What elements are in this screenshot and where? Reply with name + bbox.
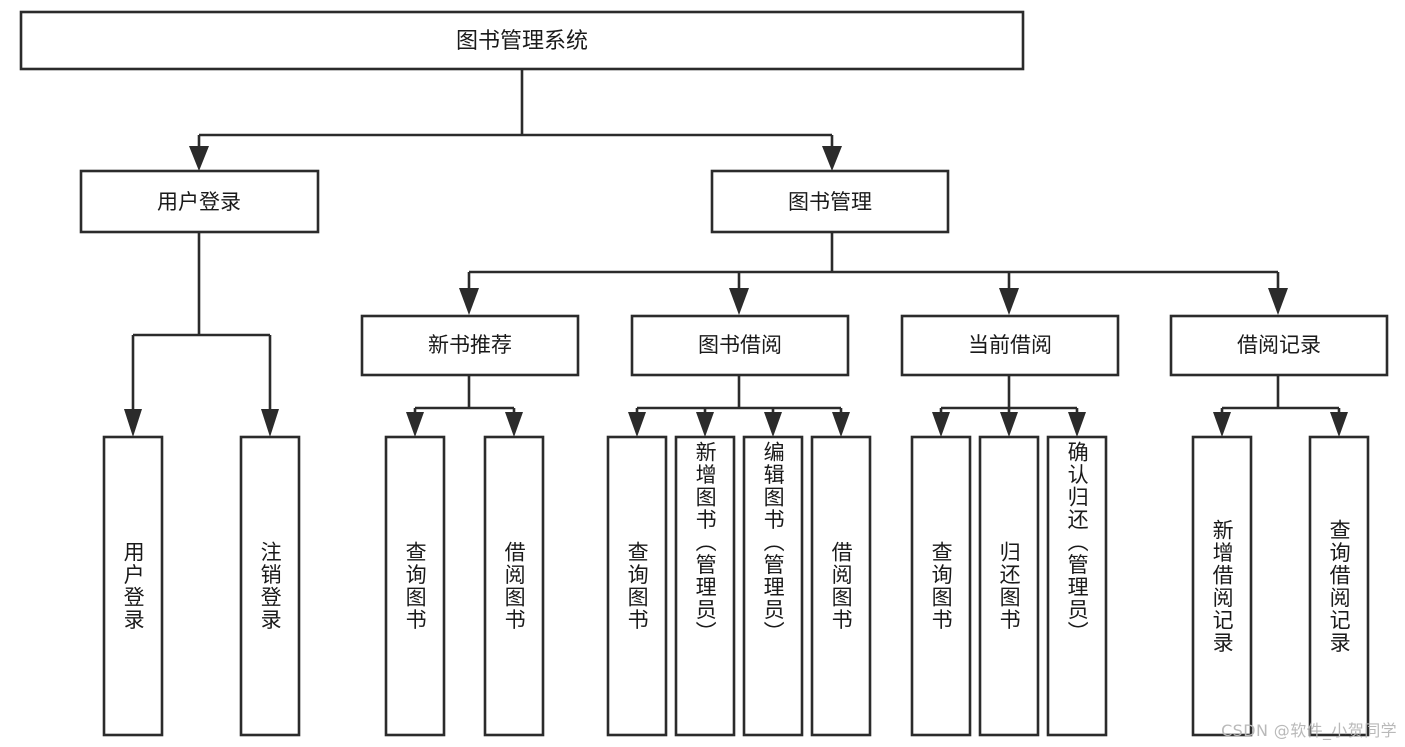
arrow-head-leaf-currentborrow-2 <box>1000 412 1018 437</box>
node-current-borrow[interactable]: 当前借阅 <box>900 314 1120 377</box>
nodes-group: 图书管理系统 用户登录 图书管理 新书推荐 图书借阅 <box>19 10 1389 737</box>
leaf-box-new-book-2[interactable] <box>483 435 545 737</box>
arrow-head-leaf-user-1 <box>124 409 142 437</box>
node-root-label: 图书管理系统 <box>456 29 588 54</box>
arrow-head-leaf-bookborrow-1 <box>628 412 646 437</box>
node-book-management[interactable]: 图书管理 <box>710 169 950 234</box>
arrow-head-user-login <box>189 146 209 171</box>
arrow-head-borrow-record <box>1268 288 1288 315</box>
leaf-box-borrow-record-2[interactable] <box>1308 435 1370 737</box>
csdn-watermark: CSDN @软件_小贺同学 <box>1221 721 1397 740</box>
arrow-head-leaf-borrowrecord-1 <box>1213 412 1231 437</box>
leaf-box-user-login-2[interactable] <box>239 435 301 737</box>
leaf-box-book-borrow-1[interactable] <box>606 435 668 737</box>
arrow-head-leaf-user-2 <box>261 409 279 437</box>
leaf-box-borrow-record-1[interactable] <box>1191 435 1253 737</box>
leaf-box-book-borrow-4[interactable] <box>810 435 872 737</box>
arrow-head-leaf-currentborrow-1 <box>932 412 950 437</box>
arrow-head-book-mgmt <box>822 146 842 171</box>
arrow-head-leaf-bookborrow-4 <box>832 412 850 437</box>
arrow-head-current-borrow <box>999 288 1019 315</box>
leaf-boxes-group <box>102 435 1370 737</box>
node-borrow-record-label: 借阅记录 <box>1237 333 1321 357</box>
connectors-group <box>124 70 1348 437</box>
node-new-book-recommend-label: 新书推荐 <box>428 333 512 357</box>
leaf-box-book-borrow-3[interactable] <box>742 435 804 737</box>
node-user-login[interactable]: 用户登录 <box>79 169 320 234</box>
arrow-head-leaf-currentborrow-3 <box>1068 412 1086 437</box>
node-book-management-label: 图书管理 <box>788 190 872 214</box>
arrow-head-leaf-borrowrecord-2 <box>1330 412 1348 437</box>
node-book-borrow-label: 图书借阅 <box>698 333 782 357</box>
leaf-box-current-borrow-1[interactable] <box>910 435 972 737</box>
leaf-box-book-borrow-2[interactable] <box>674 435 736 737</box>
arrow-head-leaf-bookborrow-3 <box>764 412 782 437</box>
node-new-book-recommend[interactable]: 新书推荐 <box>360 314 580 377</box>
leaf-box-user-login-1[interactable] <box>102 435 164 737</box>
node-book-borrow[interactable]: 图书借阅 <box>630 314 850 377</box>
arrow-head-book-borrow <box>729 288 749 315</box>
arrow-head-leaf-newbook-2 <box>505 412 523 437</box>
node-current-borrow-label: 当前借阅 <box>968 333 1052 357</box>
leaf-box-new-book-1[interactable] <box>384 435 446 737</box>
arrow-head-new-book <box>459 288 479 315</box>
arrow-head-leaf-newbook-1 <box>406 412 424 437</box>
leaf-box-current-borrow-3[interactable] <box>1046 435 1108 737</box>
node-root[interactable]: 图书管理系统 <box>19 10 1025 71</box>
leaf-box-current-borrow-2[interactable] <box>978 435 1040 737</box>
node-borrow-record[interactable]: 借阅记录 <box>1169 314 1389 377</box>
node-user-login-label: 用户登录 <box>157 190 241 214</box>
arrow-head-leaf-bookborrow-2 <box>696 412 714 437</box>
